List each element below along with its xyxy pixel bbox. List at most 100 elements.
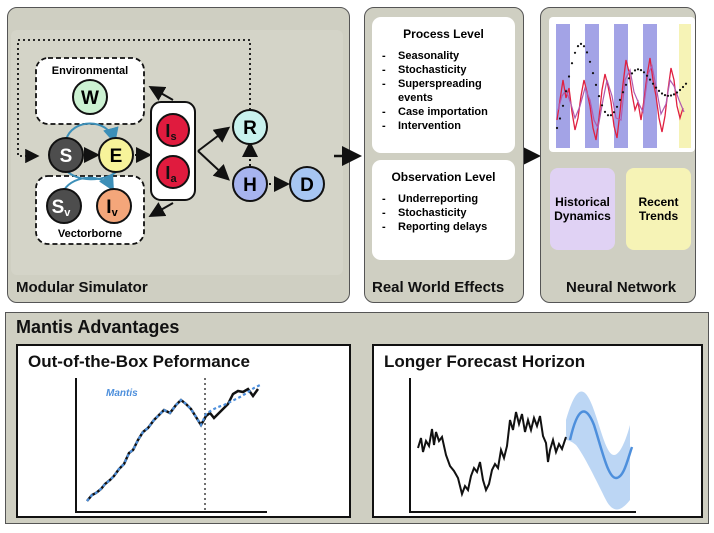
observed-dot — [627, 77, 631, 80]
node-s: S — [48, 137, 84, 173]
observation-level-list: Underreporting Stochasticity Reporting d… — [372, 192, 515, 234]
list-item: Case importation — [372, 105, 515, 119]
performance-title: Out-of-the-Box Peformance — [28, 352, 250, 371]
observed-dot — [609, 114, 613, 117]
observation-level-heading: Observation Level — [391, 170, 496, 184]
observed-dot — [606, 114, 610, 117]
observed-dot — [678, 88, 682, 92]
list-item: Stochasticity — [372, 206, 515, 220]
observed-dot — [618, 98, 622, 101]
observed-dot — [654, 86, 658, 89]
observed-dot — [615, 105, 619, 108]
node-sv: Sv — [46, 188, 82, 224]
horizon-forecast-band — [566, 391, 630, 510]
observed-dot — [648, 78, 652, 81]
observed-dot — [558, 117, 562, 120]
observed-dot — [588, 60, 592, 63]
observed-dot — [600, 104, 604, 107]
list-item: Intervention — [372, 119, 515, 133]
observed-dot — [684, 82, 688, 85]
observed-dot — [573, 51, 577, 54]
observed-dot — [561, 104, 565, 107]
observed-dot — [651, 82, 655, 85]
i-down-arrow — [148, 202, 174, 217]
observed-dot — [669, 94, 673, 97]
observed-dot — [639, 69, 643, 72]
observed-dot — [603, 110, 607, 113]
feedback-dotted-loop — [17, 39, 251, 164]
observed-dot — [645, 74, 649, 77]
list-item: Underreporting — [372, 192, 515, 206]
neural-network-title: Neural Network — [566, 279, 677, 296]
svg-text:Sv: Sv — [52, 197, 72, 219]
observed-dot — [564, 90, 568, 93]
process-level-heading: Process Level — [403, 27, 484, 41]
observed-dot — [621, 91, 625, 94]
recent-trends-box: Recent Trends — [626, 168, 691, 250]
svg-text:D: D — [300, 175, 314, 196]
list-item: Stochasticity — [372, 63, 515, 77]
band-2 — [585, 24, 599, 148]
list-item: Superspreading events — [372, 77, 515, 105]
node-ia: Ia — [156, 155, 190, 189]
observed-dot — [570, 62, 574, 65]
observed-dot — [585, 51, 589, 54]
observed-dot — [672, 93, 676, 96]
observed-dot — [675, 91, 679, 94]
observed-dot — [612, 111, 616, 114]
band-1 — [556, 24, 570, 148]
i-up-arrow — [148, 86, 174, 101]
observed-dot — [663, 94, 667, 97]
node-d: D — [289, 166, 325, 202]
svg-text:H: H — [243, 175, 257, 196]
svg-text:R: R — [243, 118, 257, 139]
historical-dynamics-box: Historical Dynamics — [550, 168, 615, 250]
observed-dot — [636, 68, 640, 71]
svg-text:S: S — [60, 146, 73, 167]
mantis-advantages-title: Mantis Advantages — [16, 317, 180, 337]
sv-to-iv-arc — [63, 173, 114, 192]
forecast-line-red — [556, 57, 684, 141]
horizon-title: Longer Forecast Horizon — [384, 352, 586, 371]
observed-dot — [576, 45, 580, 48]
real-world-effects-title: Real World Effects — [372, 279, 505, 296]
environmental-label: Environmental — [52, 65, 128, 77]
observed-dot — [591, 72, 595, 75]
node-iv: Iv — [96, 188, 132, 224]
horizon-box: Longer Forecast Horizon — [372, 344, 703, 518]
mantis-legend-label: Mantis — [106, 388, 138, 399]
forecast-line-purple — [557, 64, 685, 130]
observed-dot — [597, 95, 601, 98]
i-to-r-arrow — [197, 126, 231, 152]
svg-text:E: E — [110, 146, 123, 167]
list-item: Seasonality — [372, 49, 515, 63]
process-level-list: Seasonality Stochasticity Superspreading… — [372, 49, 515, 133]
node-h: H — [232, 166, 268, 202]
node-e: E — [98, 137, 134, 173]
observed-dot — [642, 71, 646, 74]
band-recent — [679, 24, 691, 148]
observed-dot — [555, 126, 559, 130]
node-w: W — [72, 79, 108, 115]
svg-text:Iv: Iv — [106, 197, 118, 219]
observed-dot — [666, 94, 670, 97]
i-to-h-arrow — [197, 150, 230, 181]
observed-dot — [624, 83, 628, 86]
observed-dot — [594, 83, 598, 86]
w-to-s-e-arc — [65, 122, 119, 144]
observed-dot — [660, 92, 664, 95]
band-3 — [614, 24, 628, 148]
node-is: Is — [156, 113, 190, 147]
performance-box: Out-of-the-Box Peformance — [16, 344, 351, 518]
list-item: Reporting delays — [372, 220, 515, 234]
process-level-card: Process Level Seasonality Stochasticity … — [372, 17, 515, 153]
observed-dot — [630, 72, 634, 75]
performance-axes — [75, 378, 267, 513]
horizon-forecast-line — [568, 410, 634, 480]
svg-text:W: W — [81, 88, 99, 109]
svg-text:Ia: Ia — [165, 163, 177, 185]
observed-dot — [681, 85, 685, 89]
horizon-axes — [409, 378, 636, 513]
